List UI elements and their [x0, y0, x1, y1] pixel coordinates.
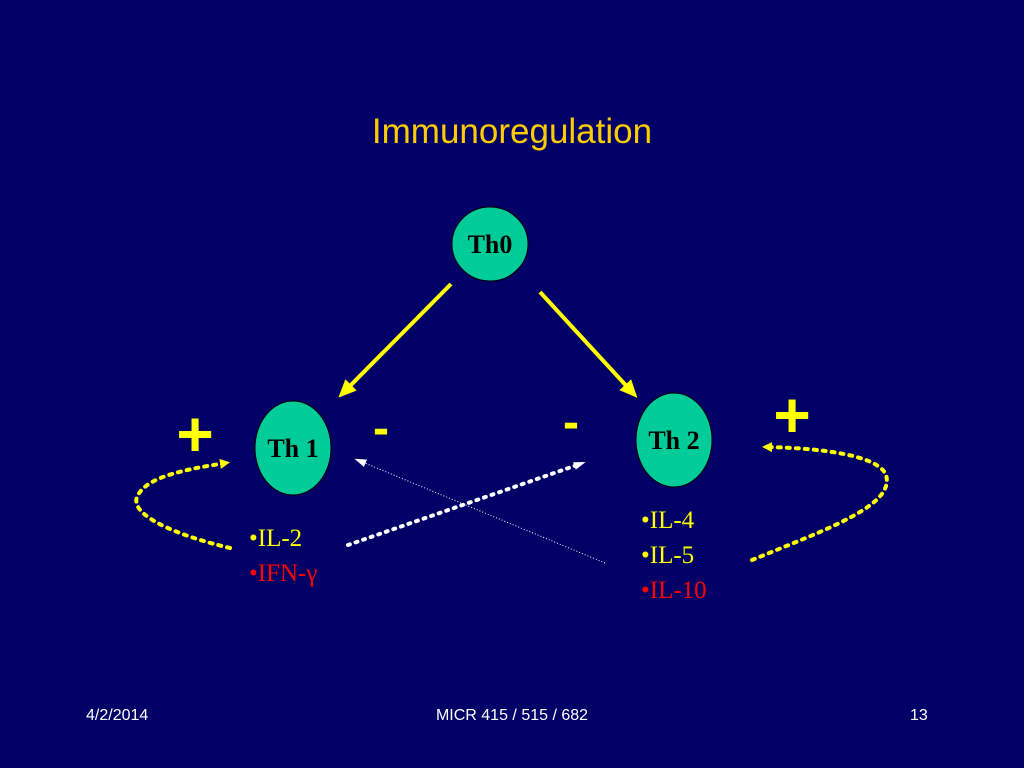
node-th0-label: Th0 [468, 230, 513, 259]
th1_cytokines-item: •IFN-γ [249, 560, 318, 587]
th2_cytokines-item: •IL-4 [641, 507, 695, 534]
minus-sign-right: - [563, 396, 579, 449]
node-th1: Th 1 [254, 400, 332, 496]
th1_cytokines-item: •IL-2 [249, 525, 303, 552]
node-th1-label: Th 1 [267, 434, 318, 463]
th2_cytokines-item: •IL-10 [641, 577, 707, 604]
node-th2: Th 2 [635, 392, 713, 488]
slide-title: Immunoregulation [371, 112, 653, 151]
plus-sign-right: + [773, 379, 810, 451]
footer-course: MICR 415 / 515 / 682 [435, 707, 589, 724]
plus-sign-left: + [176, 398, 213, 470]
node-th2-label: Th 2 [648, 426, 699, 455]
dotted-loop-right-positive [750, 442, 889, 562]
th2-cytokine-list: •IL-4 •IL-5 •IL-10 [641, 503, 707, 608]
arrow-th0-to-th1 [338, 282, 453, 398]
footer-date: 4/2/2014 [86, 707, 149, 724]
th1-cytokine-list: •IL-2 •IFN-γ [249, 521, 317, 591]
footer-page-number: 13 [910, 707, 928, 724]
arrow-th0-to-th2 [538, 290, 638, 398]
dotted-loop-left-positive [134, 458, 232, 550]
dotted-arrow-il2-to-th2 [346, 462, 586, 547]
thin-arrow-il10-to-th1 [354, 458, 606, 564]
th2_cytokines-item: •IL-5 [641, 542, 695, 569]
minus-sign-left: - [373, 402, 389, 455]
node-th0: Th0 [451, 206, 529, 282]
